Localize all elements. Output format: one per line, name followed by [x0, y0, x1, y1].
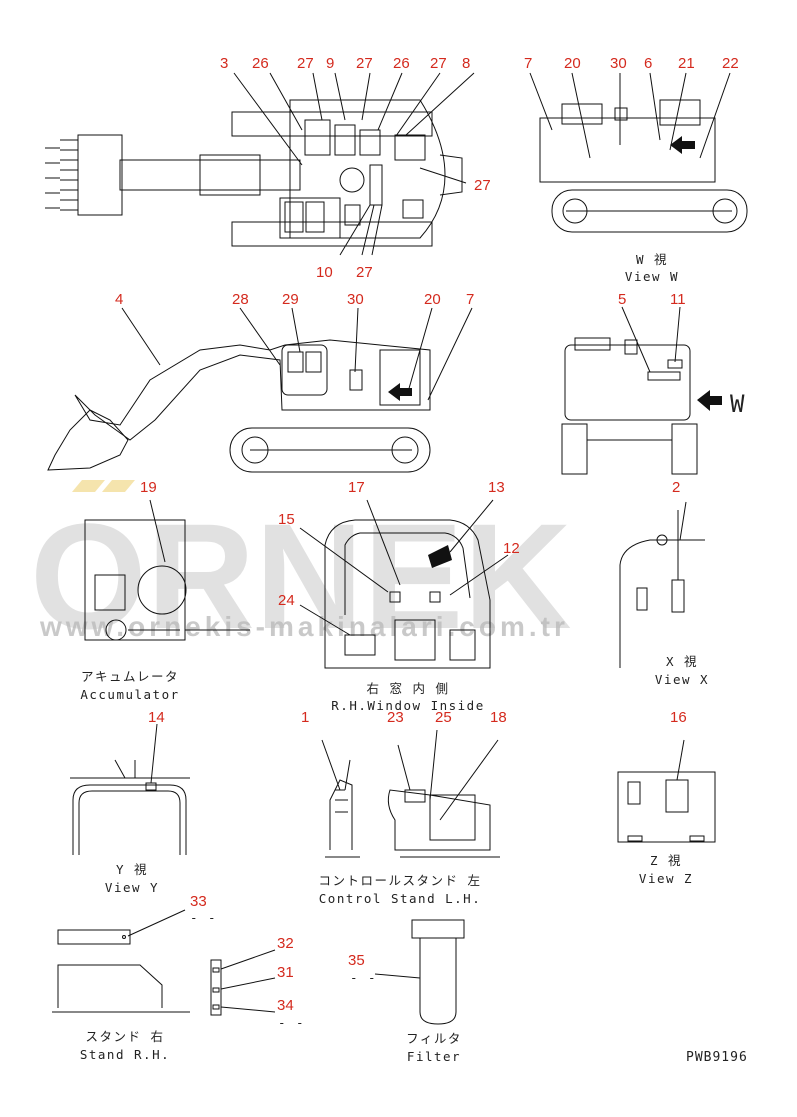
- callout-label: 22: [722, 55, 739, 72]
- view-y-caption-jp: Y 視: [116, 862, 148, 877]
- stand-rh-caption-en: Stand R.H.: [80, 1047, 170, 1062]
- view-y-drawing: [70, 723, 190, 855]
- window-inside-caption-en: R.H.Window Inside: [331, 698, 484, 713]
- callout-label: 6: [644, 55, 652, 72]
- watermark-url: www.ornekis-makinalari.com.tr: [39, 611, 569, 642]
- filter-caption-jp: フィルタ: [406, 1031, 462, 1046]
- callout-label: 26: [393, 55, 410, 72]
- stand-rh-caption-jp: スタンド 右: [85, 1029, 164, 1044]
- callout-label: 27: [430, 55, 447, 72]
- callout-label: 23: [387, 709, 404, 726]
- callout-label: 24: [278, 592, 295, 609]
- callout-label: 27: [474, 177, 491, 194]
- view-x-caption-jp: X 視: [666, 654, 698, 669]
- callout-label: 7: [524, 55, 532, 72]
- callout-label: 7: [466, 291, 474, 308]
- stand-rh-dash: - -: [190, 910, 217, 925]
- callout-label: 27: [297, 55, 314, 72]
- callout-label: 9: [326, 55, 334, 72]
- callout-label: 25: [435, 709, 452, 726]
- callout-label: 28: [232, 291, 249, 308]
- callout-label: 34: [277, 997, 294, 1014]
- callout-label: 30: [347, 291, 364, 308]
- accumulator-caption-en: Accumulator: [80, 687, 179, 702]
- callout-label: 20: [424, 291, 441, 308]
- plates-drawing: [210, 949, 276, 1016]
- view-x-drawing: [619, 501, 705, 668]
- callout-label: 33: [190, 893, 207, 910]
- view-w-drawing: [529, 72, 748, 233]
- callout-label: 17: [348, 479, 365, 496]
- rear-view-drawing: [561, 306, 722, 475]
- callout-label: 5: [618, 291, 626, 308]
- window-inside-drawing: [299, 499, 509, 669]
- top-view-drawing: [45, 72, 475, 256]
- callout-label: 13: [488, 479, 505, 496]
- callout-label: 30: [610, 55, 627, 72]
- callout-label: 10: [316, 264, 333, 281]
- callout-label: 2: [672, 479, 680, 496]
- callout-label: 16: [670, 709, 687, 726]
- view-z-caption-en: View Z: [639, 871, 693, 886]
- drawing-code: PWB9196: [686, 1050, 748, 1065]
- view-x-caption-en: View X: [655, 672, 709, 687]
- plates-dash: - -: [278, 1015, 305, 1030]
- callout-label: 3: [220, 55, 228, 72]
- filter-drawing: [374, 919, 465, 1025]
- callout-label: 18: [490, 709, 507, 726]
- callout-label: 8: [462, 55, 470, 72]
- callout-label: 27: [356, 55, 373, 72]
- callout-label: 35: [348, 952, 365, 969]
- callout-label: 31: [277, 964, 294, 981]
- callout-label: 27: [356, 264, 373, 281]
- view-w-caption-jp: W 視: [636, 252, 668, 267]
- control-stand-caption-jp: コントロールスタンド 左: [318, 873, 481, 888]
- callout-label: 20: [564, 55, 581, 72]
- stand-rh-drawing: [52, 909, 190, 1013]
- view-y-caption-en: View Y: [105, 880, 159, 895]
- window-inside-caption-jp: 右 窓 内 側: [366, 681, 449, 696]
- callout-label: 14: [148, 709, 165, 726]
- callout-label: 15: [278, 511, 295, 528]
- callout-label: 1: [301, 709, 309, 726]
- callout-label: 21: [678, 55, 695, 72]
- callout-label: 4: [115, 291, 123, 308]
- control-stand-caption-en: Control Stand L.H.: [319, 891, 481, 906]
- view-arrow-w: W: [730, 390, 745, 418]
- callout-label: 19: [140, 479, 157, 496]
- accumulator-caption-jp: アキュムレータ: [81, 669, 179, 684]
- callout-label: 11: [670, 291, 686, 308]
- control-stand-drawing: [321, 729, 500, 858]
- view-z-caption-jp: Z 視: [650, 853, 682, 868]
- callout-label: 26: [252, 55, 269, 72]
- callout-label: 32: [277, 935, 294, 952]
- view-w-caption-en: View W: [625, 269, 679, 284]
- view-z-drawing: [617, 739, 716, 843]
- accumulator-drawing: [84, 499, 250, 641]
- side-view-drawing: [47, 307, 473, 473]
- callout-label: 12: [503, 540, 520, 557]
- filter-caption-en: Filter: [407, 1049, 461, 1064]
- filter-dash: - -: [350, 970, 377, 985]
- callout-label: 29: [282, 291, 299, 308]
- watermark: ORNEK www.ornekis-makinalari.com.tr: [30, 480, 572, 660]
